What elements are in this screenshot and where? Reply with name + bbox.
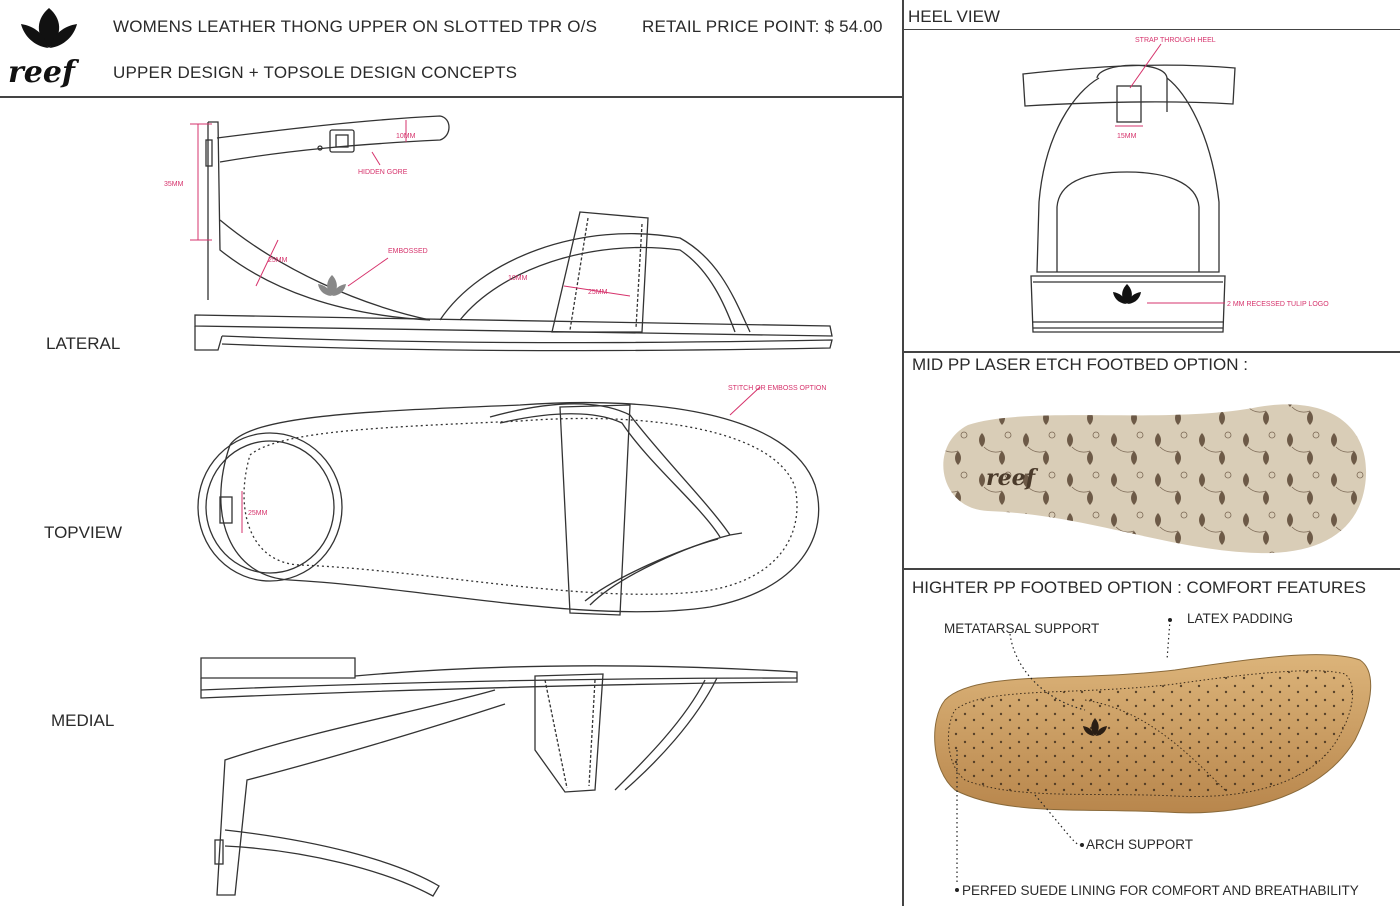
medial-view-drawing bbox=[200, 657, 798, 897]
lateral-view-drawing: 35MM 10MM HIDDEN GORE EMBOSSED 25MM 10MM… bbox=[164, 115, 833, 352]
heel-view-title: HEEL VIEW bbox=[908, 7, 1000, 26]
label-medial: MEDIAL bbox=[51, 711, 115, 730]
heel-view-drawing: STRAP THROUGH HEEL 15MM 2 MM RECESSED TU… bbox=[1022, 37, 1329, 333]
product-title: WOMENS LEATHER THONG UPPER ON SLOTTED TP… bbox=[113, 17, 598, 36]
logo-text: reef bbox=[8, 55, 80, 90]
latex-padding-label: LATEX PADDING bbox=[1187, 611, 1294, 626]
reef-logo: reef bbox=[8, 8, 80, 90]
laser-etch-footbed: reef bbox=[943, 404, 1367, 554]
feature-leaders bbox=[955, 618, 1172, 892]
subtitle: UPPER DESIGN + TOPSOLE DESIGN CONCEPTS bbox=[113, 63, 518, 82]
callout-embossed: EMBOSSED bbox=[388, 248, 428, 255]
topview-drawing: STITCH OR EMBOSS OPTION 25MM bbox=[197, 385, 826, 616]
comfort-footbed bbox=[934, 654, 1372, 814]
callout-hidden-gore: HIDDEN GORE bbox=[358, 169, 408, 176]
perfed-suede-label: PERFED SUEDE LINING FOR COMFORT AND BREA… bbox=[962, 883, 1359, 898]
mid-pp-title: MID PP LASER ETCH FOOTBED OPTION : bbox=[912, 355, 1248, 374]
callout-stitch: STITCH OR EMBOSS OPTION bbox=[728, 385, 826, 392]
callout-10mm: 10MM bbox=[396, 133, 416, 140]
callout-15mm: 15MM bbox=[1117, 133, 1137, 140]
higher-pp-title: HIGHTER PP FOOTBED OPTION : COMFORT FEAT… bbox=[912, 578, 1367, 597]
label-topview: TOPVIEW bbox=[44, 523, 123, 542]
vertical-divider bbox=[902, 0, 904, 906]
metatarsal-support-label: METATARSAL SUPPORT bbox=[944, 621, 1100, 636]
callout-25mm-b: 25MM bbox=[588, 289, 608, 296]
callout-35mm: 35MM bbox=[164, 181, 184, 188]
callout-25mm-a: 25MM bbox=[268, 257, 288, 264]
callout-tulip: 2 MM RECESSED TULIP LOGO bbox=[1227, 301, 1329, 308]
label-lateral: LATERAL bbox=[46, 334, 121, 353]
retail-price: RETAIL PRICE POINT: $ 54.00 bbox=[642, 17, 883, 36]
arch-support-label: ARCH SUPPORT bbox=[1086, 837, 1194, 852]
callout-25mm-c: 25MM bbox=[248, 510, 268, 517]
right-divider-top bbox=[904, 29, 1400, 30]
right-divider-2 bbox=[904, 568, 1400, 570]
footbed-logo-text: reef bbox=[986, 465, 1039, 491]
callout-10mm-b: 10MM bbox=[508, 275, 528, 282]
right-divider-1 bbox=[904, 351, 1400, 353]
header-divider bbox=[0, 96, 902, 98]
callout-strap-heel: STRAP THROUGH HEEL bbox=[1135, 37, 1216, 44]
